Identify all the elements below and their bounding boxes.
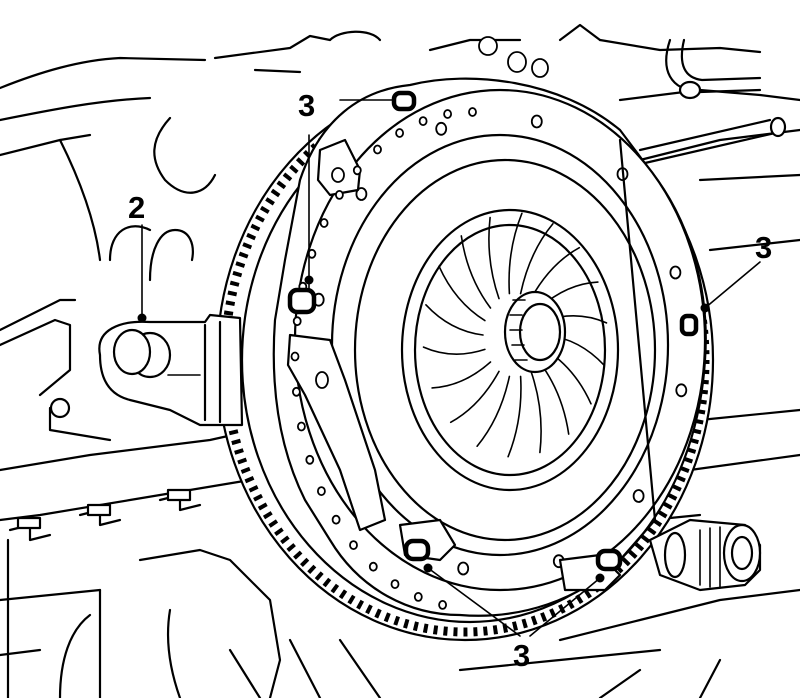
- spring-finger: [507, 375, 522, 458]
- flywheel-hole: [438, 600, 448, 610]
- left-bracket: [48, 397, 112, 442]
- reference-line: [618, 138, 657, 562]
- flywheel-hole: [291, 386, 301, 397]
- flywheel-hole: [368, 561, 378, 572]
- flywheel-hole: [316, 486, 326, 497]
- spring-finger: [488, 216, 500, 300]
- flywheel-hole: [390, 579, 400, 589]
- flywheel-hole: [296, 421, 306, 432]
- cover-hole: [435, 121, 448, 136]
- flywheel-hole: [395, 128, 405, 138]
- flywheel-hole: [413, 592, 423, 602]
- cover-hole: [457, 561, 470, 576]
- spring-finger: [425, 304, 484, 336]
- bolt-bottom-left: [403, 538, 431, 562]
- spring-finger: [438, 265, 486, 322]
- cover-hole: [632, 489, 645, 503]
- cover-hole: [669, 265, 682, 280]
- flywheel-hole: [418, 116, 428, 126]
- spring-finger: [422, 346, 486, 355]
- callout-3-right: 3: [755, 230, 773, 265]
- spring-finger: [476, 375, 511, 447]
- pressure-plate-bolts: [287, 90, 699, 572]
- fuel-lines: [478, 36, 787, 165]
- lower-cover-bolts: [6, 488, 202, 698]
- cover-hole: [355, 187, 368, 201]
- spring-finger: [508, 212, 523, 295]
- flywheel-holes: [290, 107, 477, 610]
- spring-finger: [519, 223, 554, 295]
- flywheel-hole: [334, 189, 344, 200]
- spring-finger: [460, 235, 492, 309]
- flywheel-hole: [443, 109, 453, 119]
- flywheel-hole: [373, 144, 382, 155]
- spring-finger: [431, 361, 492, 389]
- flywheel-hole: [305, 454, 315, 465]
- bolt-bottom-right: [595, 548, 623, 572]
- flywheel-hole: [292, 316, 302, 327]
- callout-3-top: 3: [298, 88, 316, 123]
- callout-2: 2: [128, 190, 146, 225]
- cover-hole: [530, 114, 543, 129]
- flywheel-hole: [352, 165, 362, 176]
- flywheel-hole: [319, 218, 329, 228]
- bolt-left: [287, 287, 317, 315]
- leader-lines: [137, 99, 761, 637]
- bolt-top: [391, 90, 417, 112]
- cover-hole: [675, 383, 688, 398]
- bolt-right: [679, 313, 699, 337]
- spring-finger: [449, 370, 500, 424]
- flywheel-hole: [468, 107, 477, 117]
- clutch-hub: [503, 290, 567, 374]
- crankshaft-position-sensor: [98, 225, 244, 427]
- flywheel-hole: [290, 351, 300, 362]
- flywheel-hole: [349, 540, 358, 550]
- output-shaft: [648, 518, 762, 592]
- callout-3-bottom: 3: [513, 638, 531, 673]
- spring-finger: [530, 370, 542, 454]
- clutch-cover: [272, 77, 707, 617]
- flywheel-hole: [331, 514, 341, 525]
